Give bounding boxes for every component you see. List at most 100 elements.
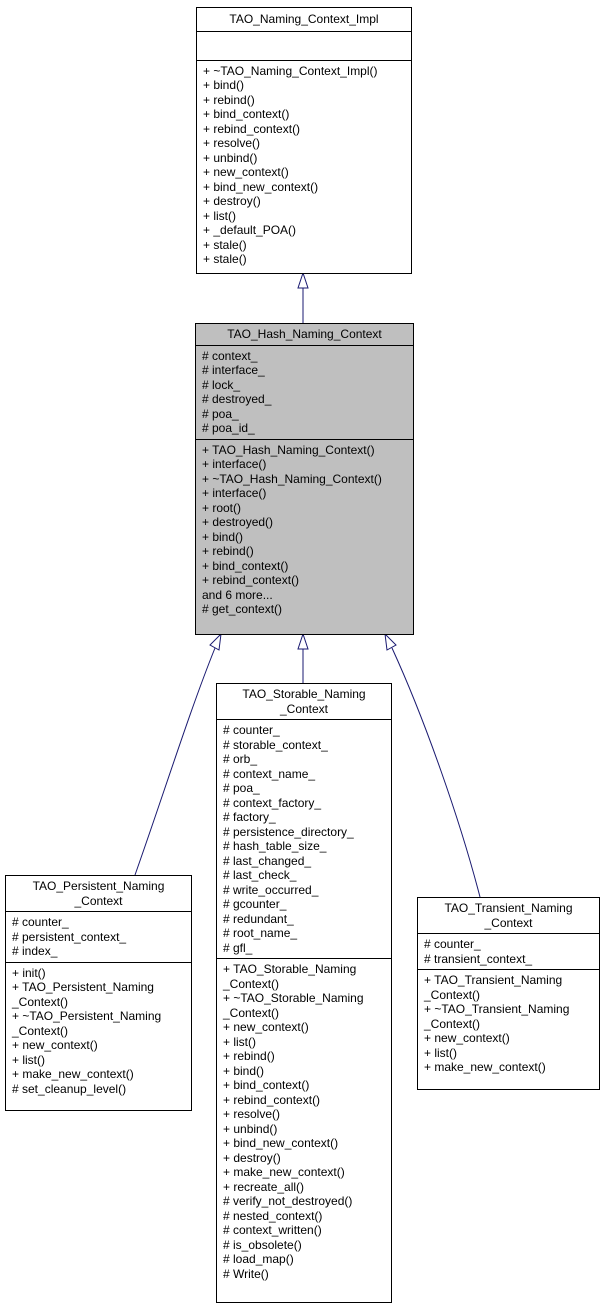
attribute: # gcounter_ [223,897,287,911]
method: + bind() [202,529,244,544]
attribute: # persistence_directory_ [223,824,354,839]
attribute: # persistent_context_ [12,929,127,944]
method: + bind_context() [223,1078,310,1092]
attributes-section: # context_# interface_# lock_# destroyed… [196,346,413,440]
class-tao-hash-naming-context[interactable]: TAO_Hash_Naming_Context # context_# inter… [195,323,414,635]
method: + interface() [202,486,267,500]
method: + stale() [203,237,247,252]
method: + init() [12,965,46,980]
class-name: TAO_Storable_Naming [242,687,366,701]
class-tao-storable-naming-context[interactable]: TAO_Storable_Naming_Context# counter_# s… [216,683,392,1303]
class-title: TAO_Transient_Naming_Context [418,898,599,934]
method: and 6 more... [202,587,273,602]
arrowhead-icon [297,632,309,650]
method: + list() [424,1045,457,1060]
method: + ~TAO_Hash_Naming_Context() [202,471,382,486]
attribute: # root_name_ [223,926,298,940]
methods-section: + TAO_Hash_Naming_Context() + interface()… [196,440,413,635]
class-name: TAO_Hash_Naming_Context [227,327,382,341]
method: # context_written() [223,1223,322,1237]
method: + TAO_Storable_Naming [223,962,357,976]
attribute: # poa_ [202,406,239,421]
method: + ~TAO_Storable_Naming [223,991,364,1005]
class-title: TAO_Storable_Naming_Context [217,684,391,720]
method: + bind_context() [203,107,290,121]
method: + make_new_context() [12,1067,134,1081]
method: # is_obsolete() [223,1237,302,1252]
arrowhead-icon [209,632,222,651]
method: + TAO_Hash_Naming_Context() [202,442,375,457]
method: + root() [202,500,242,515]
method: + new_context() [12,1038,98,1052]
attribute: # context_name_ [223,766,316,781]
attribute: # redundant_ [223,911,294,926]
class-tao-naming-context-impl[interactable]: TAO_Naming_Context_Impl + ~TAO_Naming_Con… [196,7,412,274]
class-name: _Context [74,893,123,908]
method: # load_map() [223,1252,294,1266]
attributes-section: # counter_# storable_context_# orb_# con… [217,720,391,959]
attribute: # last_check_ [223,868,297,882]
method: + make_new_context() [223,1165,345,1179]
method: + bind_new_context() [223,1136,339,1150]
edge-persistent-to-hash [134,647,216,876]
class-tao-persistent-naming-context[interactable]: TAO_Persistent_Naming_Context# counter_#… [5,875,192,1111]
methods-section: + ~TAO_Naming_Context_Impl()+ bind()+ re… [197,61,411,274]
method: + list() [203,208,236,223]
method: + _default_POA() [203,223,297,237]
class-tao-transient-naming-context[interactable]: TAO_Transient_Naming_Context# counter_# … [417,897,600,1090]
class-title: TAO_Hash_Naming_Context [196,324,413,346]
attribute: # orb_ [223,752,258,766]
methods-section: + TAO_Storable_Naming_Context()+ ~TAO_St… [217,959,391,1302]
attribute: # context_factory_ [223,795,322,810]
method: + stale() [203,252,247,266]
method: + list() [223,1034,256,1049]
method: + destroyed() [202,515,274,529]
methods-section: + TAO_Transient_Naming_Context()+ ~TAO_T… [418,970,599,1089]
attributes-section: # counter_# transient_context_ [418,934,599,970]
method: + rebind_context() [203,121,301,136]
attribute: # transient_context_ [424,951,533,966]
attribute: # lock_ [202,377,241,392]
attributes-section [197,32,411,61]
method: _Context() [12,1023,69,1038]
method: + new_context() [424,1031,510,1045]
class-name: TAO_Persistent_Naming [32,879,165,893]
method: _Context() [223,1005,280,1020]
method: # set_cleanup_level() [12,1081,127,1096]
method: + ~TAO_Persistent_Naming [12,1009,162,1023]
class-title: TAO_Persistent_Naming_Context [6,876,191,912]
method: + unbind() [223,1121,278,1136]
attribute: # poa_ [223,781,260,795]
method: + bind_new_context() [203,179,319,194]
method: + recreate_all() [223,1179,305,1194]
attribute: # interface_ [202,363,265,377]
method: + ~TAO_Transient_Naming [424,1002,570,1016]
arrowhead-icon [297,271,309,289]
method: + new_context() [203,165,289,179]
attribute: # poa_id_ [202,421,255,435]
method: _Context() [223,976,280,991]
method: + TAO_Persistent_Naming [12,980,154,994]
class-title: TAO_Naming_Context_Impl [197,8,411,32]
attribute: # context_ [202,348,258,363]
method: + ~TAO_Naming_Context_Impl() [203,63,378,78]
method: _Context() [12,994,69,1009]
method: _Context() [424,1016,481,1031]
methods-section: + init()+ TAO_Persistent_Naming_Context(… [6,963,191,1111]
method: # Write() [223,1266,269,1281]
method: + rebind() [223,1049,275,1063]
method: + bind() [203,78,245,92]
attribute: # gfl_ [223,940,253,955]
method: + bind() [223,1063,265,1078]
method: + destroy() [203,194,261,208]
attribute: # counter_ [223,723,280,737]
method: + resolve() [203,136,261,150]
method: + destroy() [223,1150,281,1165]
method: # verify_not_destroyed() [223,1194,353,1208]
class-name: _Context [279,701,329,716]
method: # nested_context() [223,1208,323,1223]
attribute: # storable_context_ [223,737,328,752]
method: + rebind() [203,92,255,107]
method: _Context() [424,987,481,1002]
